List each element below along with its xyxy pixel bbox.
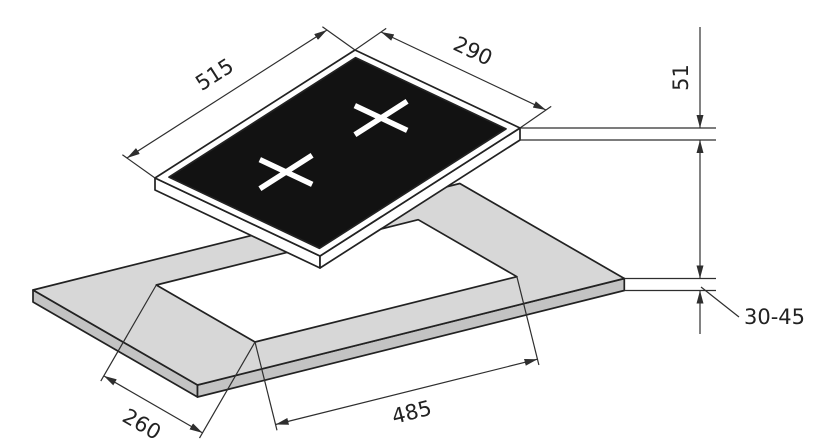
dimension-label-290: 290	[450, 32, 497, 71]
dimension-label-30-45: 30-45	[744, 305, 805, 329]
dimension-line	[103, 375, 203, 434]
extension-line	[322, 26, 356, 51]
leader-line	[700, 286, 740, 318]
dimension-label-260: 260	[118, 404, 165, 444]
extension-line	[198, 341, 256, 439]
dimension-line	[380, 31, 547, 111]
cross-stroke	[258, 157, 314, 187]
burner-cross-left	[258, 152, 314, 192]
extension-line	[100, 284, 157, 382]
extension-line	[519, 105, 552, 129]
dimension-line	[275, 358, 538, 426]
extension-line	[122, 154, 156, 179]
dimension-label-515: 515	[191, 54, 238, 96]
worktop-edge-right	[196, 277, 626, 398]
extension-line	[516, 276, 540, 366]
extension-line	[254, 341, 278, 431]
dimension-51: 51	[520, 27, 716, 279]
dimension-30-45: 30-45	[624, 277, 805, 334]
dimension-line	[126, 29, 328, 159]
dimension-label-485: 485	[389, 396, 434, 429]
cross-stroke	[353, 103, 409, 133]
dimension-label-51: 51	[669, 64, 693, 91]
